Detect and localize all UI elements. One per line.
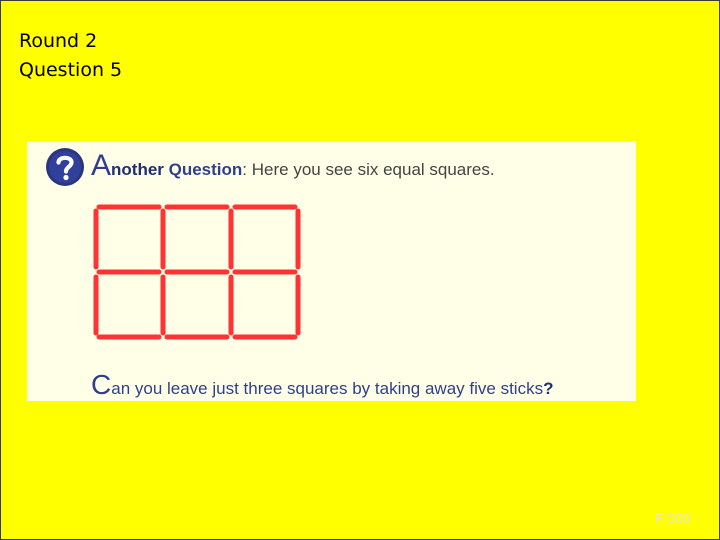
point-value-label: F 500 [655,510,691,526]
question-text: an you leave just three squares by takin… [111,379,544,398]
heading-bold-word: Question [168,160,243,179]
heading-initial: A [91,149,112,182]
question-initial: C [91,369,112,400]
question-mark-icon [46,148,84,186]
slide-title: Round 2 Question 5 [19,27,122,85]
puzzle-heading: Another Question: Here you see six equal… [91,149,495,183]
puzzle-question: Can you leave just three squares by taki… [91,369,553,401]
question-label: Question 5 [19,59,123,81]
heading-text: : Here you see six equal squares. [242,160,495,179]
round-label: Round 2 [19,30,98,52]
matchstick-grid [93,204,301,340]
heading-word-rest: nother [111,160,169,179]
question-mark: ? [543,379,554,398]
